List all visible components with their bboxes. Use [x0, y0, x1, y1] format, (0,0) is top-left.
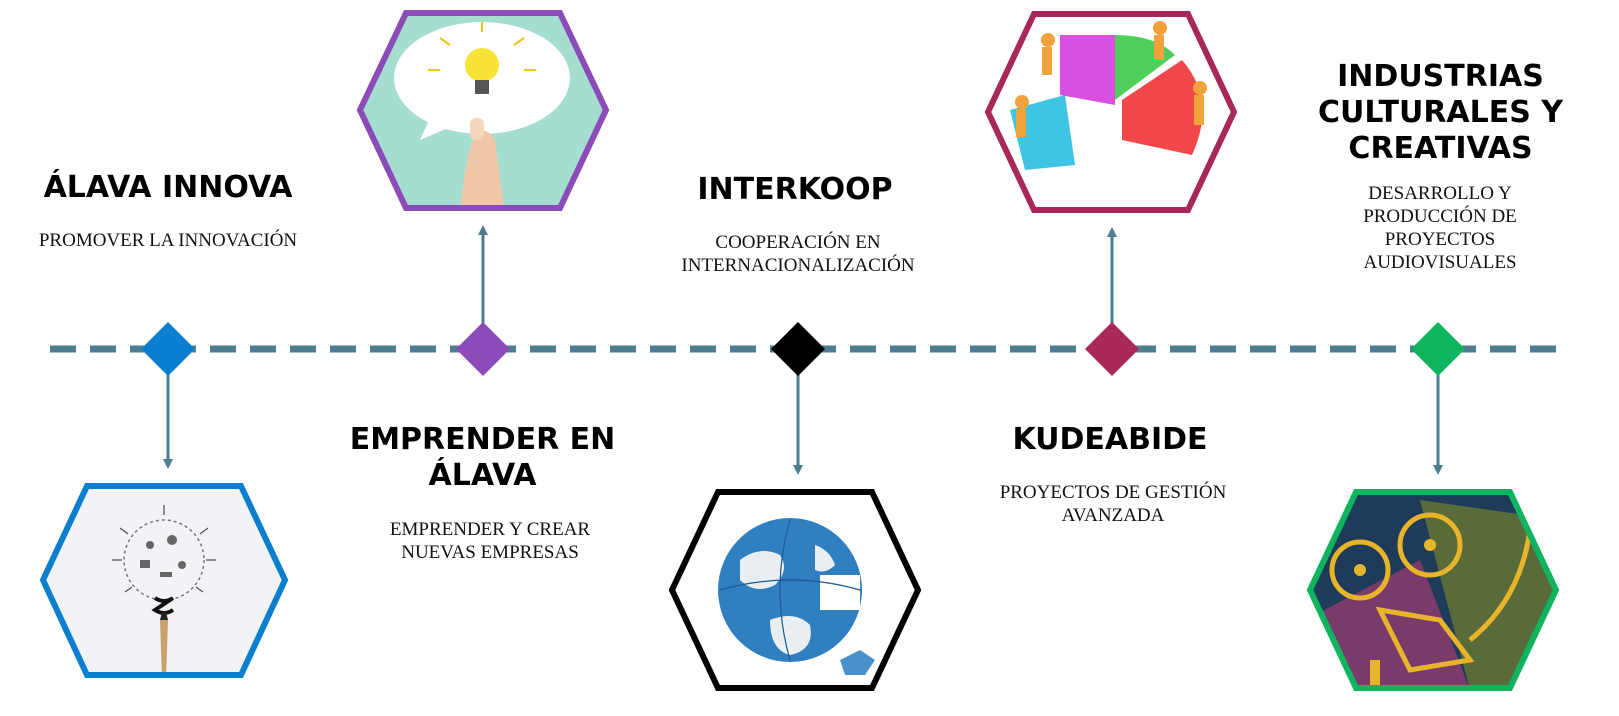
diamond-marker-2 — [456, 322, 510, 376]
diamond-marker-4 — [1085, 322, 1139, 376]
pencil-lightbulb-icon — [39, 483, 289, 678]
item-title-emprender-en-alava: EMPRENDER EN ÁLAVA — [349, 422, 616, 493]
item-title-alava-innova: ÁLAVA INNOVA — [43, 170, 293, 205]
item-title-interkoop: INTERKOOP — [697, 172, 893, 207]
lightbulb-speech-bubble-icon — [356, 10, 610, 211]
item-description-alava-innova: PROMOVER LA INNOVACIÓN — [38, 230, 298, 251]
item-title-industrias-culturales: INDUSTRIAS CULTURALES Y CREATIVAS — [1317, 59, 1564, 166]
item-title-kudeabide: KUDEABIDE — [1012, 422, 1208, 457]
item-description-kudeabide: PROYECTOS DE GESTIÓN AVANZADA — [999, 482, 1227, 526]
diamond-marker-3 — [771, 322, 825, 376]
item-description-interkoop: COOPERACIÓN EN INTERNACIONALIZACIÓN — [681, 232, 915, 276]
film-projector-icon — [1306, 489, 1560, 691]
item-description-industrias-culturales: DESARROLLO Y PRODUCCIÓN DE PROYECTOS AUD… — [1363, 183, 1517, 273]
pie-puzzle-teamwork-icon — [984, 11, 1238, 213]
diamond-marker-1 — [141, 322, 195, 376]
diamond-marker-5 — [1411, 322, 1465, 376]
puzzle-globe-icon — [668, 489, 922, 691]
item-description-emprender-en-alava: EMPRENDER Y CREAR NUEVAS EMPRESAS — [389, 519, 591, 563]
